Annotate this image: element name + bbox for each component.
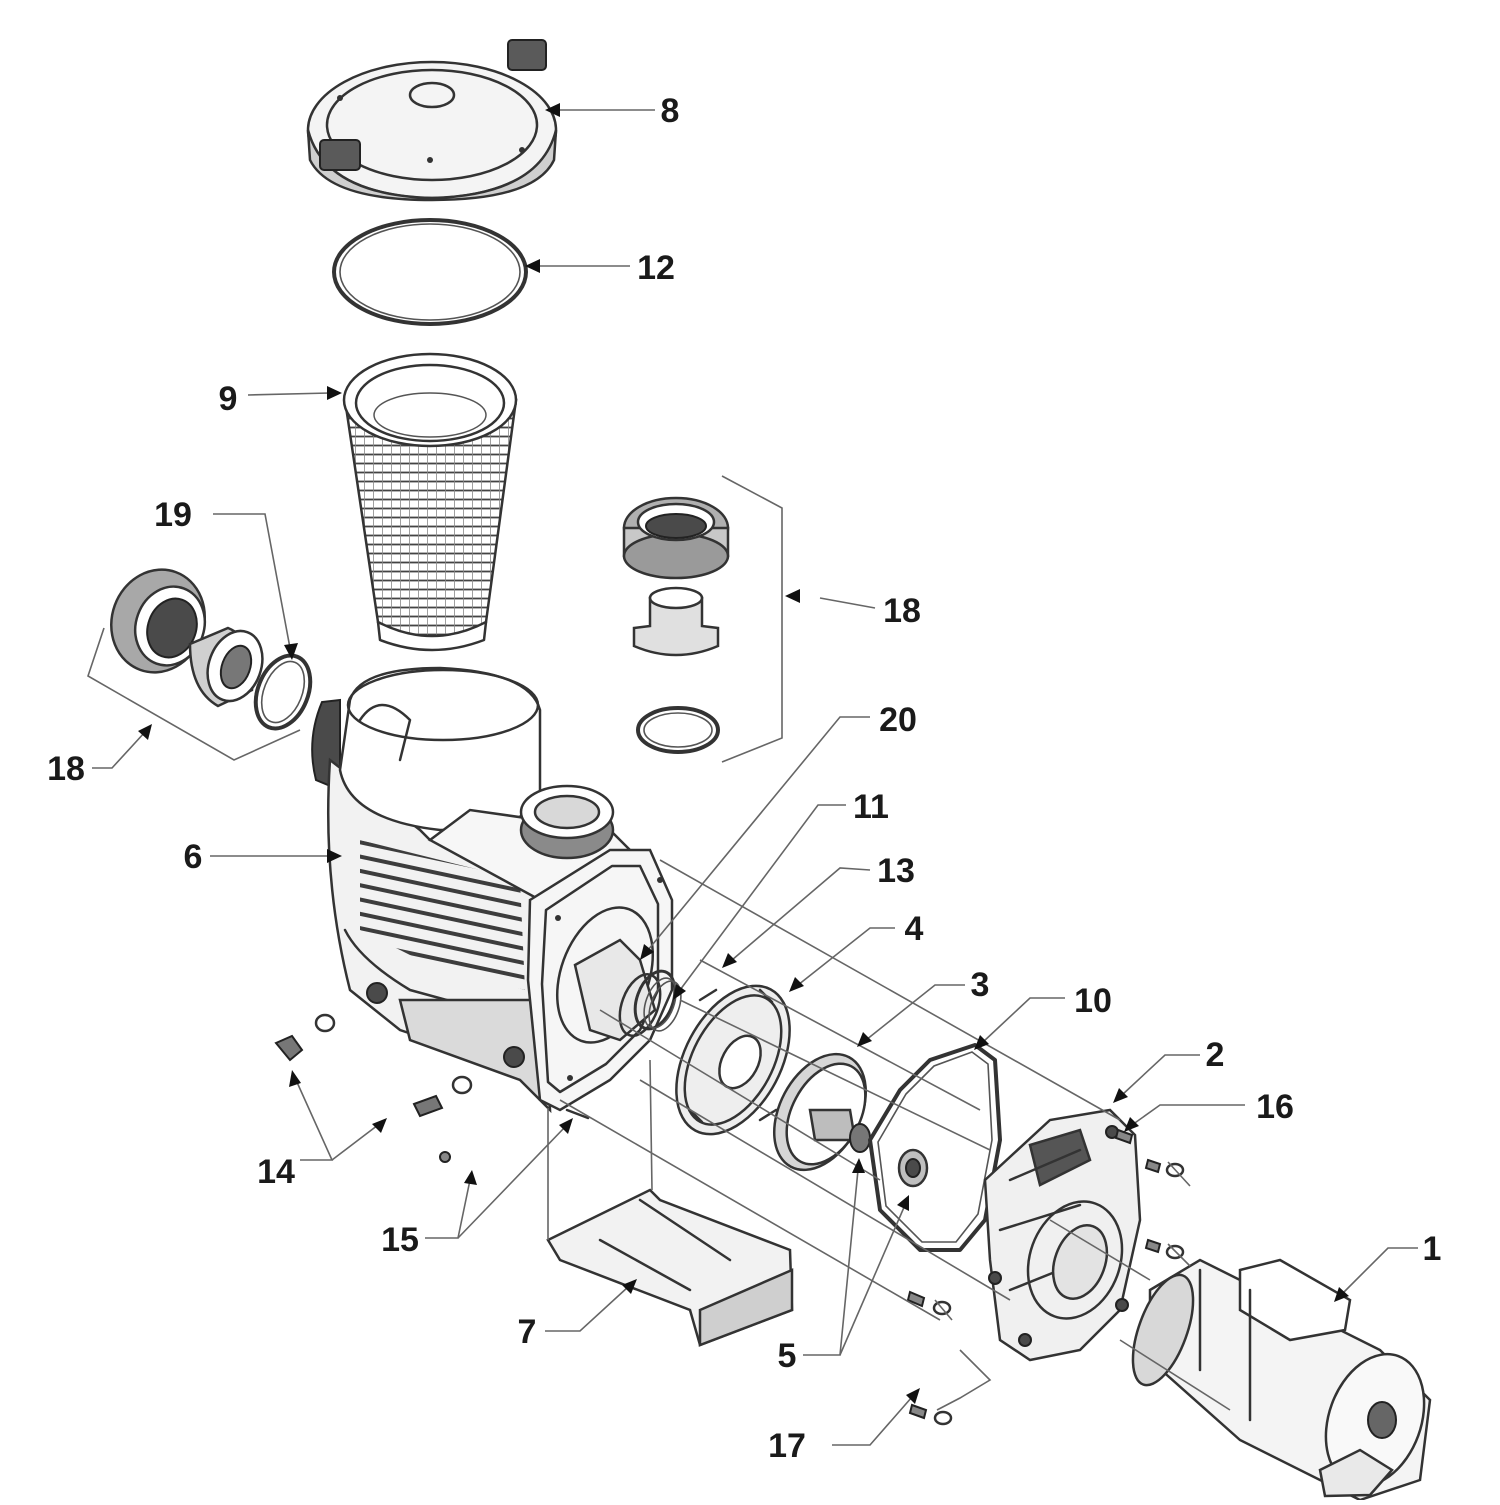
callout-7: 7 — [518, 1313, 537, 1351]
drain-plugs — [274, 1013, 473, 1118]
impeller — [772, 1052, 871, 1172]
seal-plate-motor-bracket — [983, 1108, 1142, 1362]
strainer-basket — [342, 352, 518, 652]
callout-8: 8 — [661, 92, 680, 130]
pump-volute-flange — [526, 848, 674, 1112]
bolts-and-washers — [906, 1128, 1191, 1426]
callout-15: 15 — [381, 1221, 419, 1259]
diffuser — [675, 984, 791, 1136]
motor — [1131, 1258, 1432, 1502]
callout-16: 16 — [1256, 1088, 1294, 1126]
mechanical-seal-part-11 — [633, 969, 682, 1032]
callout-12: 12 — [637, 249, 675, 287]
callout-9: 9 — [219, 380, 238, 418]
callout-11: 11 — [853, 788, 889, 826]
callout-5: 5 — [778, 1337, 797, 1375]
strainer-cover-lid — [306, 39, 558, 202]
union-o-ring-part-19 — [253, 653, 313, 731]
callout-4: 4 — [905, 910, 924, 948]
union-fitting-left — [110, 568, 264, 708]
callout-2: 2 — [1206, 1036, 1225, 1074]
alignment-lines — [547, 859, 1231, 1411]
callout-18-left: 18 — [47, 750, 85, 788]
shaft-seal-part-5 — [897, 1148, 929, 1188]
callout-6: 6 — [184, 838, 203, 876]
callout-14: 14 — [257, 1153, 295, 1191]
lid-o-ring — [332, 218, 528, 326]
callout-18-right: 18 — [883, 592, 921, 630]
bracket-right-union — [721, 475, 783, 763]
union-fitting-right — [622, 496, 730, 754]
callout-1: 1 — [1423, 1230, 1442, 1268]
callout-labels: 8 12 9 19 18 20 18 11 6 13 4 3 10 2 16 1… — [47, 92, 1441, 1465]
callout-13: 13 — [877, 852, 915, 890]
callout-17: 17 — [768, 1427, 806, 1465]
callout-3: 3 — [971, 966, 990, 1004]
seal-plate-gasket — [868, 1043, 1002, 1252]
callout-19: 19 — [154, 496, 192, 534]
leader-lines — [92, 103, 1418, 1446]
callout-10: 10 — [1074, 982, 1112, 1020]
bracket-left-union — [87, 627, 301, 761]
pins-part-15 — [439, 1108, 590, 1163]
pump-mounting-base — [546, 1188, 794, 1347]
callout-20: 20 — [879, 701, 917, 739]
